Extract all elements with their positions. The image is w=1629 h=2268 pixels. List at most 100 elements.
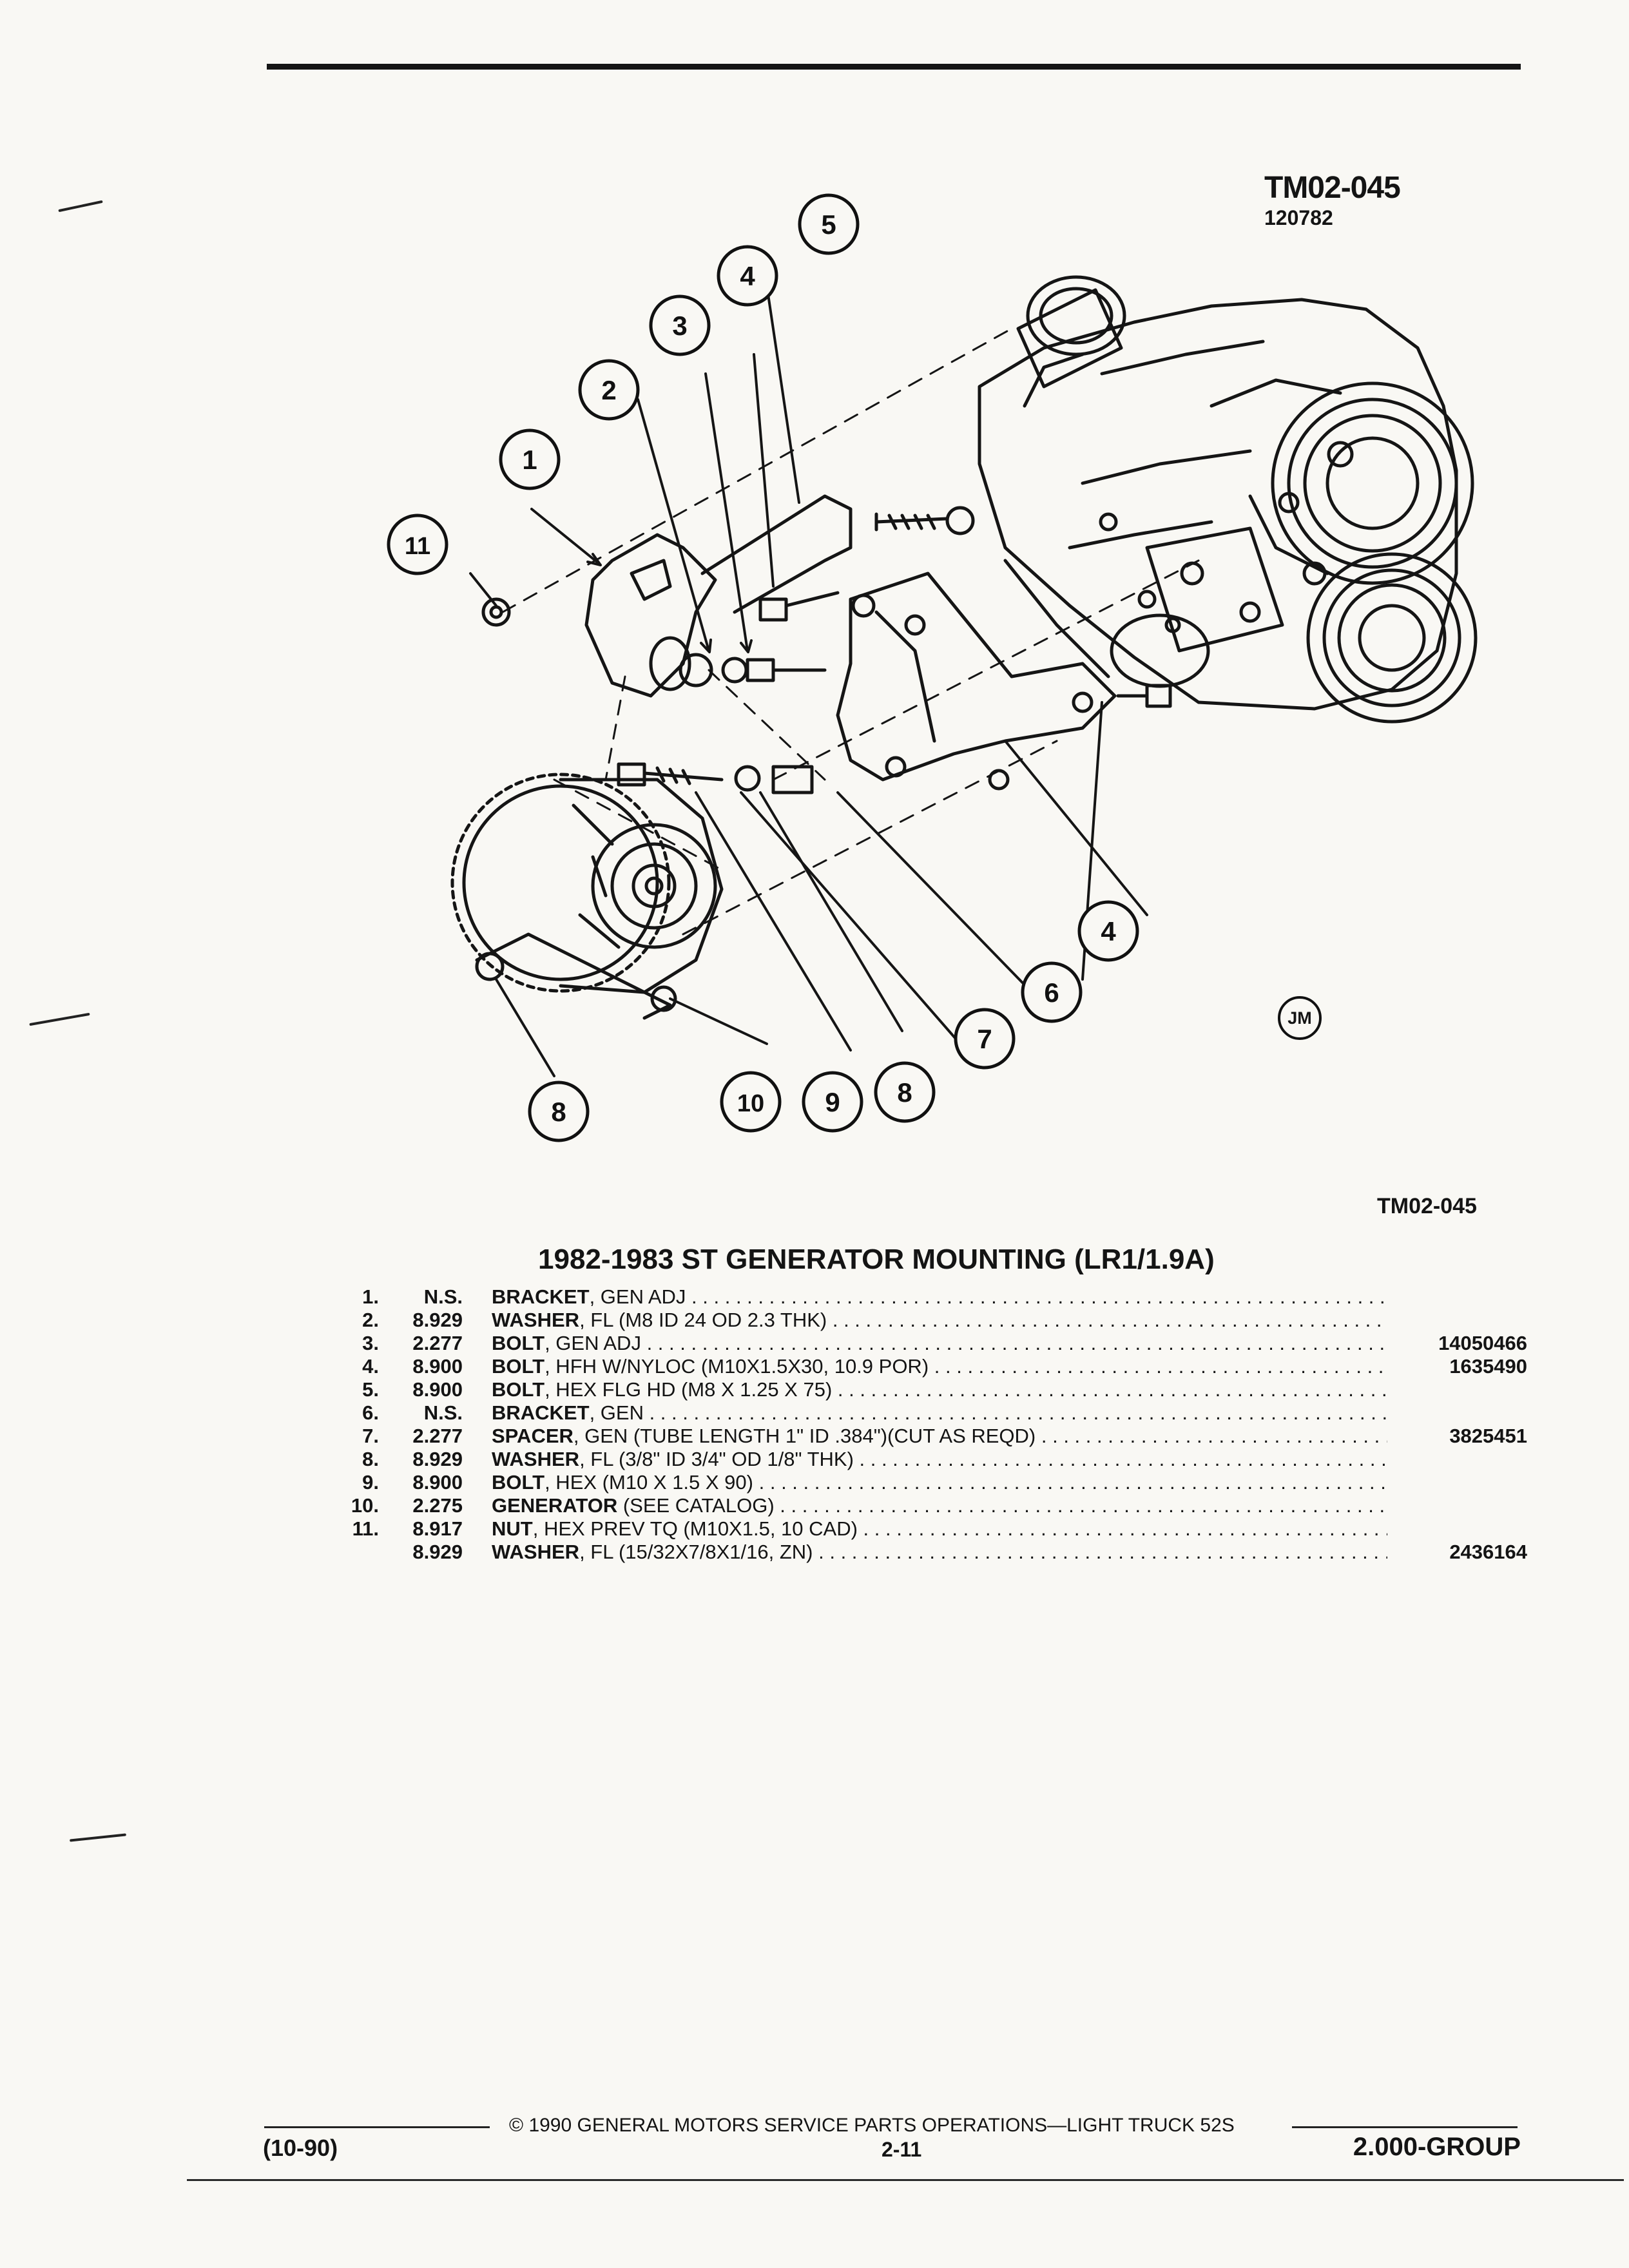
revision-date: (10-90) xyxy=(263,2135,338,2161)
part-detail: , GEN xyxy=(589,1401,644,1424)
scan-mark xyxy=(70,1833,126,1842)
generator-bracket xyxy=(836,572,1117,791)
item-number: 6. xyxy=(362,1401,379,1424)
callout-6: 6 xyxy=(1021,961,1083,1023)
callout-label: 6 xyxy=(1044,977,1059,1008)
part-description: GENERATOR (SEE CATALOG) . . . . . . . . … xyxy=(492,1494,1387,1517)
adjusting-bracket xyxy=(584,494,853,698)
part-detail: (SEE CATALOG) xyxy=(617,1494,775,1517)
part-detail: , HFH W/NYLOC (M10X1.5X30, 10.9 POR) xyxy=(545,1355,929,1378)
part-name: BOLT xyxy=(492,1471,545,1494)
part-name: BOLT xyxy=(492,1355,545,1378)
part-description: BRACKET, GEN ADJ . . . . . . . . . . . .… xyxy=(492,1285,1387,1308)
callout-8-left: 8 xyxy=(528,1081,590,1142)
callout-label: 8 xyxy=(551,1097,566,1127)
part-name: GENERATOR xyxy=(492,1494,618,1517)
callout-label: 10 xyxy=(737,1090,764,1117)
page-number: 2-11 xyxy=(882,2138,922,2161)
scan-mark xyxy=(29,1012,90,1026)
part-row: 6. N.S. BRACKET, GEN . . . . . . . . . . .… xyxy=(335,1401,1527,1425)
item-number: 5. xyxy=(362,1378,379,1401)
item-number: 8. xyxy=(362,1448,379,1470)
group-number: 2.000-GROUP xyxy=(1353,2133,1521,2161)
copyright-notice: © 1990 GENERAL MOTORS SERVICE PARTS OPER… xyxy=(509,2115,1235,2136)
callout-label: 8 xyxy=(897,1077,912,1108)
part-row: 7. 2.277 SPACER, GEN (TUBE LENGTH 1" ID .3… xyxy=(335,1425,1527,1448)
group-number: 8.929 xyxy=(412,1309,463,1331)
group-number: 8.900 xyxy=(412,1471,463,1494)
callout-1: 1 xyxy=(499,428,561,490)
group-number: 8.917 xyxy=(412,1517,463,1540)
part-number: 2436164 xyxy=(1449,1541,1527,1563)
group-number: N.S. xyxy=(423,1285,463,1308)
part-detail: , FL (M8 ID 24 OD 2.3 THK) xyxy=(579,1309,827,1331)
part-name: BRACKET xyxy=(492,1401,590,1424)
part-detail: , GEN ADJ xyxy=(589,1285,686,1308)
item-number: 3. xyxy=(362,1332,379,1354)
part-description: SPACER, GEN (TUBE LENGTH 1" ID .384")(CU… xyxy=(492,1425,1387,1447)
part-name: WASHER xyxy=(492,1309,580,1331)
part-description: WASHER, FL (3/8" ID 3/4" OD 1/8" THK) . … xyxy=(492,1448,1387,1470)
top-rule xyxy=(267,64,1521,70)
part-detail: , FL (3/8" ID 3/4" OD 1/8" THK) xyxy=(579,1448,854,1470)
part-number: 3825451 xyxy=(1449,1425,1527,1447)
part-row: 3. 2.277 BOLT, GEN ADJ . . . . . . . . . .… xyxy=(335,1332,1527,1355)
scan-mark xyxy=(58,200,103,213)
callout-label: 3 xyxy=(672,311,687,341)
item-number: 9. xyxy=(362,1471,379,1494)
part-description: BRACKET, GEN . . . . . . . . . . . . . .… xyxy=(492,1401,1387,1424)
callout-label: 4 xyxy=(740,261,755,291)
part-name: WASHER xyxy=(492,1541,580,1563)
engine-block xyxy=(978,275,1478,724)
footer-rule-left xyxy=(264,2126,490,2128)
group-number: 8.900 xyxy=(412,1378,463,1401)
figure-code-top: TM02-045 xyxy=(1264,171,1401,205)
callout-label: 11 xyxy=(405,533,430,560)
group-number: 2.277 xyxy=(412,1425,463,1447)
part-name: WASHER xyxy=(492,1448,580,1470)
parts-list: 1. N.S. BRACKET, GEN ADJ . . . . . . . . .… xyxy=(335,1285,1527,1564)
part-description: NUT, HEX PREV TQ (M10X1.5, 10 CAD) . . .… xyxy=(492,1517,1387,1540)
callout-3: 3 xyxy=(649,294,711,356)
item-number: 4. xyxy=(362,1355,379,1378)
callout-4-top: 4 xyxy=(717,245,778,307)
fasteners xyxy=(481,506,1172,794)
alignment-lines xyxy=(501,327,1200,936)
part-detail: , HEX PREV TQ (M10X1.5, 10 CAD) xyxy=(532,1517,858,1540)
part-detail: , FL (15/32X7/8X1/16, ZN) xyxy=(579,1541,813,1563)
part-detail: , GEN (TUBE LENGTH 1" ID .384")(CUT AS R… xyxy=(573,1425,1036,1447)
page-title: 1982-1983 ST GENERATOR MOUNTING (LR1/1.9… xyxy=(538,1244,1215,1275)
group-number: 8.929 xyxy=(412,1541,463,1563)
part-description: BOLT, HEX (M10 X 1.5 X 90) . . . . . . .… xyxy=(492,1471,1387,1494)
part-description: BOLT, GEN ADJ . . . . . . . . . . . . . … xyxy=(492,1332,1387,1354)
part-name: BRACKET xyxy=(492,1285,590,1308)
group-number: 8.900 xyxy=(412,1355,463,1378)
callout-8-right: 8 xyxy=(874,1061,936,1123)
callout-11: 11 xyxy=(387,514,448,575)
callout-2: 2 xyxy=(578,359,640,421)
group-number: 2.277 xyxy=(412,1332,463,1354)
part-name: NUT xyxy=(492,1517,533,1540)
callout-7: 7 xyxy=(954,1008,1016,1070)
part-name: SPACER xyxy=(492,1425,574,1447)
part-detail: , GEN ADJ xyxy=(545,1332,641,1354)
callout-label: 2 xyxy=(601,375,616,405)
part-row: 10. 2.275 GENERATOR (SEE CATALOG) . . . . … xyxy=(335,1494,1527,1517)
part-name: BOLT xyxy=(492,1378,545,1401)
item-number: 10. xyxy=(351,1494,379,1517)
part-row: 9. 8.900 BOLT, HEX (M10 X 1.5 X 90) . . . … xyxy=(335,1471,1527,1494)
item-number: 1. xyxy=(362,1285,379,1308)
callout-9: 9 xyxy=(802,1071,863,1133)
generator-mounting-diagram: 1 2 3 4 5 4 6 7 8 9 10 8 11 xyxy=(387,193,1478,1142)
item-number: 7. xyxy=(362,1425,379,1447)
callout-label: 5 xyxy=(821,209,836,240)
callout-label: 9 xyxy=(825,1087,840,1117)
group-number: N.S. xyxy=(423,1401,463,1424)
part-number: 1635490 xyxy=(1449,1355,1527,1378)
part-name: BOLT xyxy=(492,1332,545,1354)
group-number: 2.275 xyxy=(412,1494,463,1517)
